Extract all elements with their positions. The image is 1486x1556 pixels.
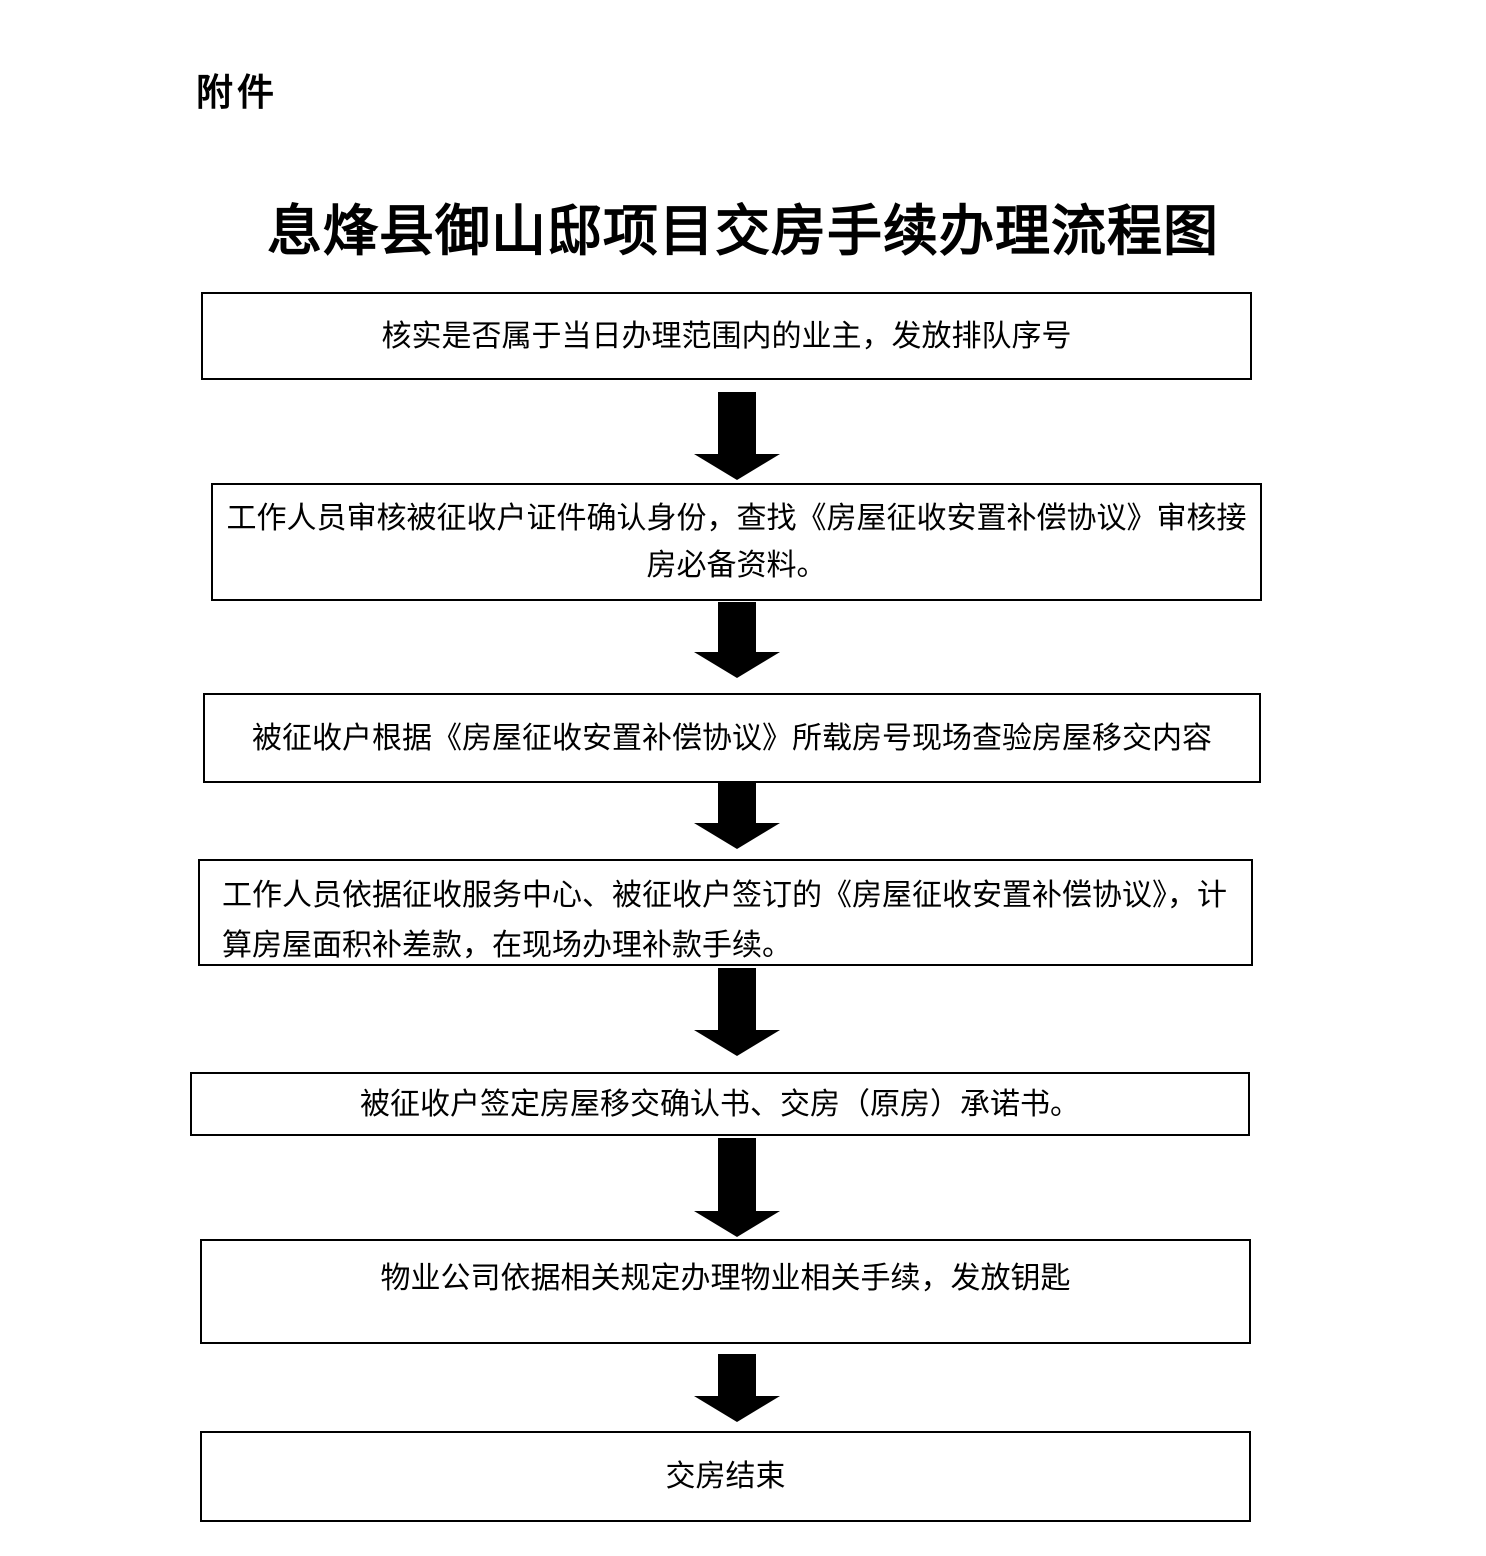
arrow-shaft xyxy=(718,1138,756,1211)
down-arrow-icon xyxy=(694,968,780,1056)
page-title: 息烽县御山邸项目交房手续办理流程图 xyxy=(266,201,1219,262)
arrow-shaft xyxy=(718,1354,756,1396)
flow-step-text: 核实是否属于当日办理范围内的业主，发放排队序号 xyxy=(381,319,1072,353)
arrow-shaft xyxy=(718,968,756,1030)
flow-step-calculate-area-difference: 工作人员依据征收服务中心、被征收户签订的《房屋征收安置补偿协议》，计算房屋面积补… xyxy=(198,859,1253,966)
flow-step-text: 工作人员审核被征收户证件确认身份，查找《房屋征收安置补偿协议》审核接房必备资料。 xyxy=(226,502,1247,582)
arrow-head xyxy=(694,823,780,849)
down-arrow-icon xyxy=(694,602,780,678)
arrow-head xyxy=(694,1396,780,1422)
arrow-head xyxy=(694,652,780,678)
flow-step-property-procedures-keys: 物业公司依据相关规定办理物业相关手续，发放钥匙 xyxy=(200,1239,1251,1344)
flow-step-text: 被征收户签定房屋移交确认书、交房（原房）承诺书。 xyxy=(360,1087,1080,1121)
down-arrow-icon xyxy=(694,782,780,849)
flow-step-issue-queue-number: 核实是否属于当日办理范围内的业主，发放排队序号 xyxy=(201,292,1252,380)
arrow-shaft xyxy=(718,782,756,823)
flow-step-verify-identity-documents: 工作人员审核被征收户证件确认身份，查找《房屋征收安置补偿协议》审核接房必备资料。 xyxy=(211,483,1262,601)
arrow-head xyxy=(694,1211,780,1237)
flow-step-text: 交房结束 xyxy=(665,1460,786,1493)
attachment-label: 附件 xyxy=(196,72,278,113)
down-arrow-icon xyxy=(694,1354,780,1422)
flow-step-text: 工作人员依据征收服务中心、被征收户签订的《房屋征收安置补偿协议》，计算房屋面积补… xyxy=(222,879,1227,962)
arrow-shaft xyxy=(718,602,756,652)
flow-step-onsite-inspection: 被征收户根据《房屋征收安置补偿协议》所载房号现场查验房屋移交内容 xyxy=(203,693,1261,783)
flow-step-text: 被征收户根据《房屋征收安置补偿协议》所载房号现场查验房屋移交内容 xyxy=(252,721,1212,755)
flow-step-text: 物业公司依据相关规定办理物业相关手续，发放钥匙 xyxy=(380,1262,1071,1295)
down-arrow-icon xyxy=(694,1138,780,1237)
arrow-head xyxy=(694,1030,780,1056)
flow-step-sign-confirmation-letters: 被征收户签定房屋移交确认书、交房（原房）承诺书。 xyxy=(190,1072,1250,1136)
arrow-shaft xyxy=(718,392,756,454)
arrow-head xyxy=(694,454,780,480)
down-arrow-icon xyxy=(694,392,780,480)
flow-step-handover-complete: 交房结束 xyxy=(200,1431,1251,1522)
